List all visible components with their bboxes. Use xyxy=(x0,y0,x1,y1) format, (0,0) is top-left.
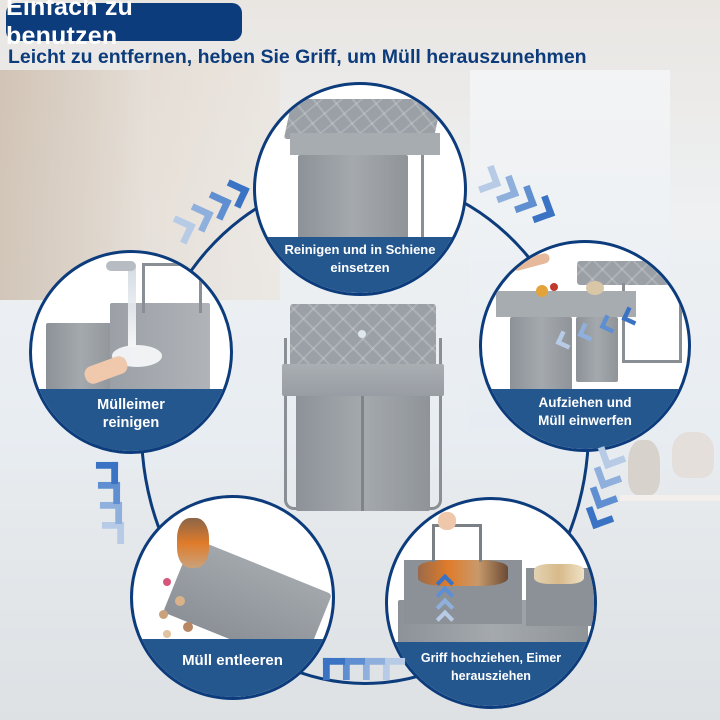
step-label: Müll entleeren xyxy=(133,639,332,697)
center-product-image xyxy=(278,298,448,516)
chevron-left-icon xyxy=(318,653,349,684)
bucket-handle xyxy=(432,524,482,562)
chevron-up-icon xyxy=(91,457,122,488)
flow-arrows-top-right xyxy=(470,160,560,230)
step-label: Mülleimer reinigen xyxy=(32,389,230,451)
flow-arrows-right xyxy=(585,440,635,530)
faucet xyxy=(106,261,136,271)
step-circle-griff-hochziehen: Griff hochziehen, Eimer herausziehen xyxy=(385,497,597,709)
page-subtitle: Leicht zu entfernen, heben Sie Griff, um… xyxy=(8,46,587,68)
flow-arrows-bottom xyxy=(315,650,405,690)
hand xyxy=(438,512,456,530)
flow-arrows-top-left xyxy=(160,175,250,245)
step-circle-reinigen-einsetzen: Reinigen und in Schiene einsetzen xyxy=(253,82,467,296)
step-label: Griff hochziehen, Eimer herausziehen xyxy=(388,642,594,706)
pull-out-bins-image xyxy=(482,243,688,449)
step-circle-aufziehen-einwerfen: Aufziehen und Müll einwerfen xyxy=(479,240,691,452)
step-label: Aufziehen und Müll einwerfen xyxy=(482,389,688,449)
tipping-bucket-image xyxy=(133,498,332,697)
step-label: Reinigen und in Schiene einsetzen xyxy=(256,237,464,293)
hand xyxy=(511,252,551,272)
flow-arrows-left xyxy=(92,458,142,548)
water-stream xyxy=(128,267,136,347)
background-shelf xyxy=(620,495,720,501)
background-vase xyxy=(628,440,660,495)
bucket-handle xyxy=(142,263,202,313)
step-circle-muell-entleeren: Müll entleeren xyxy=(130,495,335,700)
page-title: Einfach zu benutzen xyxy=(6,0,242,50)
step-circle-muelleimer-reinigen: Mülleimer reinigen xyxy=(29,250,233,454)
